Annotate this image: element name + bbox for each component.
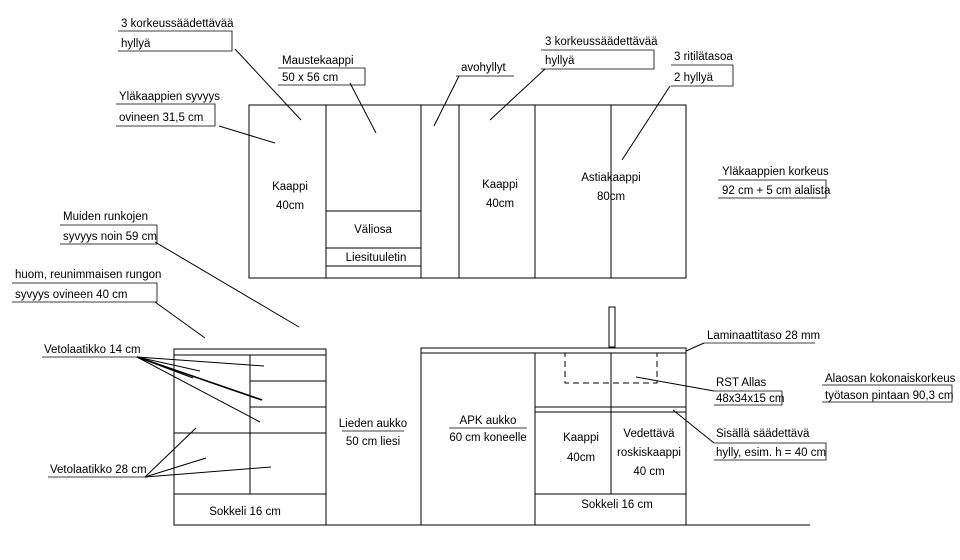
label-pullout: Vedettävä	[623, 428, 675, 440]
label-upper-depth-2: ovineen 31,5 cm	[119, 112, 203, 124]
label-grate-shelves: 3 ritilätasoa	[674, 51, 733, 63]
label-pullout-2: roskiskaappi	[617, 447, 681, 459]
label-upper-height: Yläkaappien korkeus	[722, 166, 829, 178]
upper-cabinets	[248, 104, 687, 279]
leader-lines	[136, 48, 715, 478]
label-upper-shelf-left: 3 korkeussäädettävää	[121, 18, 234, 30]
leader-line	[218, 125, 276, 144]
upper-right-outline	[420, 104, 687, 279]
label-sink-size: 48x34x15 cm	[716, 393, 784, 405]
leader-line	[234, 48, 302, 121]
label-total-height-2: työtason pintaan 90,3 cm	[825, 390, 954, 402]
label-cabinet-left: Kaappi	[272, 181, 308, 193]
leader-line	[672, 409, 715, 444]
leader-line	[489, 68, 546, 121]
leader-line	[621, 85, 671, 161]
label-plinth-left: Sokkeli 16 cm	[209, 506, 281, 518]
label-dishwasher-size: 60 cm koneelle	[449, 432, 526, 444]
label-box	[60, 224, 158, 245]
label-box	[541, 49, 655, 70]
label-cabinet-bottom-width: 40cm	[567, 452, 595, 464]
leader-line	[136, 356, 263, 401]
leader-line	[685, 342, 705, 352]
label-plinth-right: Sokkeli 16 cm	[581, 499, 653, 511]
label-inner-shelf-2: hylly, esim. h = 40 cm	[716, 447, 826, 459]
label-box	[118, 30, 233, 52]
label-stove-size: 50 cm liesi	[346, 436, 400, 448]
label-hood: Liesituuletin	[346, 252, 407, 264]
leader-line	[433, 75, 460, 127]
label-edge-frame: huom, reunimmaisen rungon	[15, 269, 161, 281]
label-cabinet-mid: Kaappi	[482, 179, 518, 191]
label-sink: RST Allas	[716, 377, 767, 389]
label-cabinet-bottom: Kaappi	[563, 432, 599, 444]
label-upper-shelf-right-2: hyllyä	[545, 55, 575, 67]
label-pullout-width: 40 cm	[633, 466, 664, 478]
label-box	[116, 103, 216, 127]
label-cabinet-left-width: 40cm	[276, 200, 304, 212]
label-stove-opening: Lieden aukko	[339, 418, 407, 430]
leader-line	[144, 457, 207, 478]
label-box	[671, 64, 734, 87]
leader-line	[349, 82, 377, 134]
label-edge-frame-2: syvyys ovineen 40 cm	[15, 289, 128, 301]
leader-line	[154, 301, 206, 339]
label-box	[714, 442, 827, 461]
label-box	[12, 282, 158, 303]
leader-line	[136, 356, 261, 423]
countertop	[420, 347, 687, 354]
label-total-height: Alaosan kokonaiskorkeus	[825, 373, 956, 385]
label-frame-depth-2: syvyys noin 59 cm	[63, 231, 157, 243]
label-dish-cabinet: Astiakaappi	[581, 172, 640, 184]
label-drawer-14: Vetolaatikko 14 cm	[44, 344, 141, 356]
label-box	[278, 67, 366, 86]
label-underlines	[12, 30, 953, 478]
label-countertop: Laminaattitaso 28 mm	[707, 330, 820, 342]
leader-line	[635, 376, 715, 392]
label-frame-depth: Muiden runkojen	[63, 211, 148, 223]
leader-line	[136, 356, 194, 379]
text-labels: 3 korkeussäädettävää hyllyä Maustekaappi…	[15, 18, 956, 518]
label-box	[718, 179, 827, 199]
label-drawer-28: Vetolaatikko 28 cm	[50, 464, 147, 476]
label-box	[822, 384, 953, 403]
sink-outline	[564, 352, 658, 384]
label-cabinet-mid-width: 40cm	[486, 198, 514, 210]
leader-line	[154, 241, 300, 328]
label-upper-height-2: 92 cm + 5 cm alalista	[722, 185, 831, 197]
label-box	[714, 390, 783, 406]
label-upper-shelf-right: 3 korkeussäädettävää	[545, 36, 658, 48]
base-cabinets	[173, 306, 810, 526]
label-valiosa: Väliosa	[354, 224, 392, 236]
label-upper-depth: Yläkaappien syvyys	[119, 91, 220, 103]
leader-line	[144, 466, 272, 478]
leader-line	[136, 356, 265, 367]
label-open-shelves: avohyllyt	[461, 62, 507, 74]
label-inner-shelf: Sisällä säädettävä	[716, 428, 810, 440]
label-spice-cabinet: Maustekaappi	[282, 55, 354, 67]
label-upper-shelf-left-2: hyllyä	[121, 38, 151, 50]
label-spice-cabinet-size: 50 x 56 cm	[282, 72, 338, 84]
faucet	[608, 306, 616, 348]
leader-line	[144, 427, 197, 478]
label-dishwasher-opening: APK aukko	[460, 415, 517, 427]
leader-line	[136, 356, 201, 372]
label-dish-cabinet-width: 80cm	[597, 191, 625, 203]
label-grate-shelves-2: 2 hyllyä	[674, 72, 714, 84]
